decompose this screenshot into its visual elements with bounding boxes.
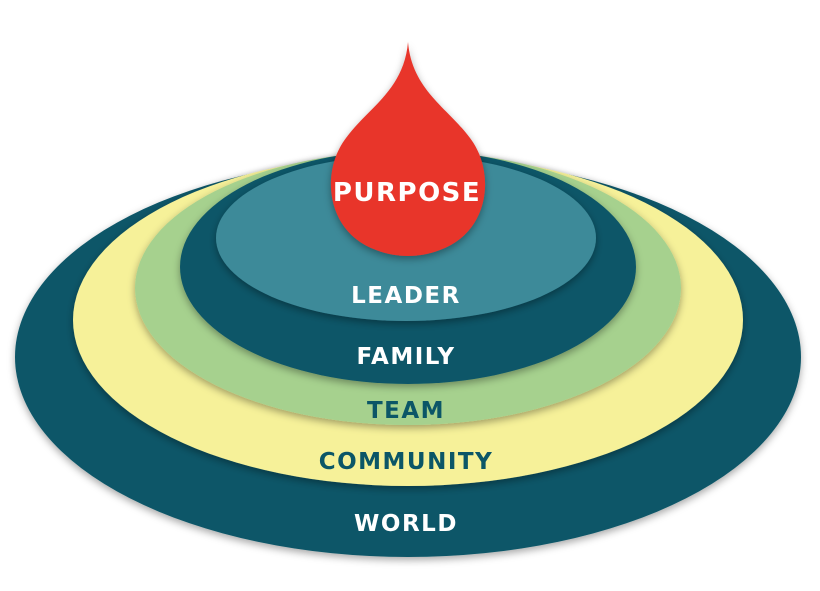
drop-icon	[330, 42, 486, 256]
drop-label: PURPOSE	[333, 178, 481, 208]
layer-label-world: WORLD	[354, 511, 458, 537]
layer-label-leader: LEADER	[351, 283, 461, 309]
layer-label-family: FAMILY	[356, 344, 455, 370]
layer-label-community: COMMUNITY	[319, 449, 494, 475]
layer-label-team: TEAM	[367, 398, 445, 424]
